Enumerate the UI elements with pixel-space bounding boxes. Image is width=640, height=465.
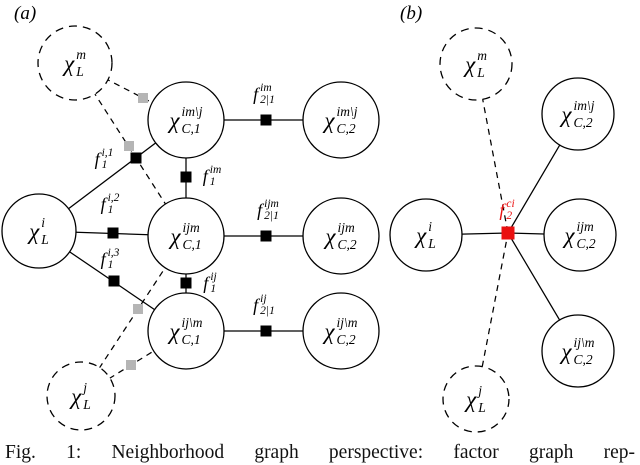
factor-square-a-f1-ij: [180, 277, 192, 289]
node-b-chi-L-m: [439, 27, 513, 101]
factor-square-a-f21-ijm: [260, 230, 272, 242]
figure-caption: Fig. 1: Neighborhood graph perspective: …: [5, 442, 635, 463]
node-a-chi-L-m: [37, 25, 113, 101]
node-a-chi-L-i: [1, 193, 77, 269]
factor-square-a-f1-im: [180, 171, 192, 183]
edge-b-chi-L-m--f2-ci: [475, 63, 509, 234]
factor-square-a-marg-Lm-ijm: [124, 141, 134, 151]
node-a-chi-L-j: [46, 361, 116, 431]
node-a-chi-C2-im-not-j: [302, 81, 380, 159]
node-b-chi-C2-ij-not-m: [541, 314, 615, 388]
factor-square-a-f1-i2: [107, 227, 119, 239]
panel-a-label: (a): [14, 3, 37, 24]
node-a-chi-C2-ijm: [302, 197, 380, 275]
factor-square-a-marg-Lm-im: [138, 93, 148, 103]
factor-square-a-f21-ij: [260, 325, 272, 337]
node-b-chi-C2-im-not-j: [541, 77, 615, 151]
node-b-chi-L-i: [389, 198, 463, 272]
factor-square-a-marg-Lj-ijm: [133, 304, 143, 314]
factor-square-a-f1-i3: [108, 275, 120, 287]
node-a-chi-C1-im-not-j: [147, 81, 225, 159]
node-a-chi-C2-ij-not-m: [302, 292, 380, 370]
node-b-chi-C2-ijm: [543, 198, 617, 272]
factor-square-a-f21-im: [260, 114, 272, 126]
factor-square-b-f2-ci: [501, 226, 515, 240]
node-b-chi-L-j: [442, 365, 510, 433]
factor-square-a-f1-i1: [130, 152, 142, 164]
panel-b-label: (b): [400, 3, 423, 24]
node-a-chi-C1-ijm: [147, 197, 225, 275]
factor-square-a-marg-Lj-ijnotm: [126, 360, 136, 370]
node-a-chi-C1-ij-not-m: [147, 292, 225, 370]
